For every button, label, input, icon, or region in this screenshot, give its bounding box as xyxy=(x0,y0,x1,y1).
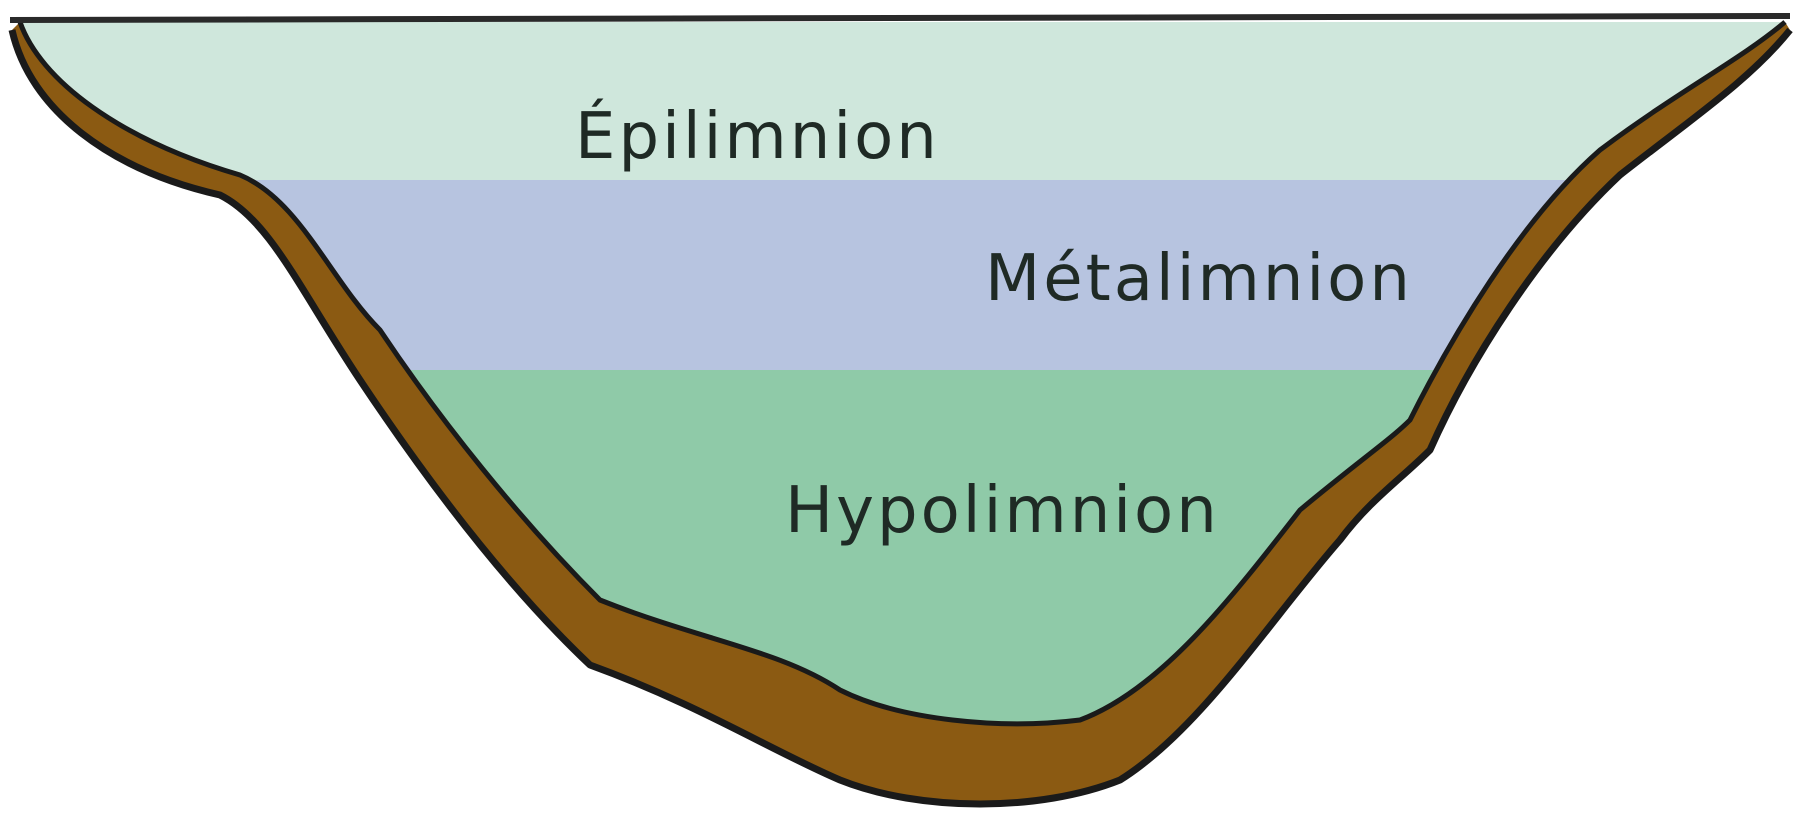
hypolimnion-label: Hypolimnion xyxy=(785,474,1220,548)
metalimnion-label: Métalimnion xyxy=(985,242,1413,316)
epilimnion-label: Épilimnion xyxy=(575,98,940,174)
water-surface-line xyxy=(10,16,1790,20)
